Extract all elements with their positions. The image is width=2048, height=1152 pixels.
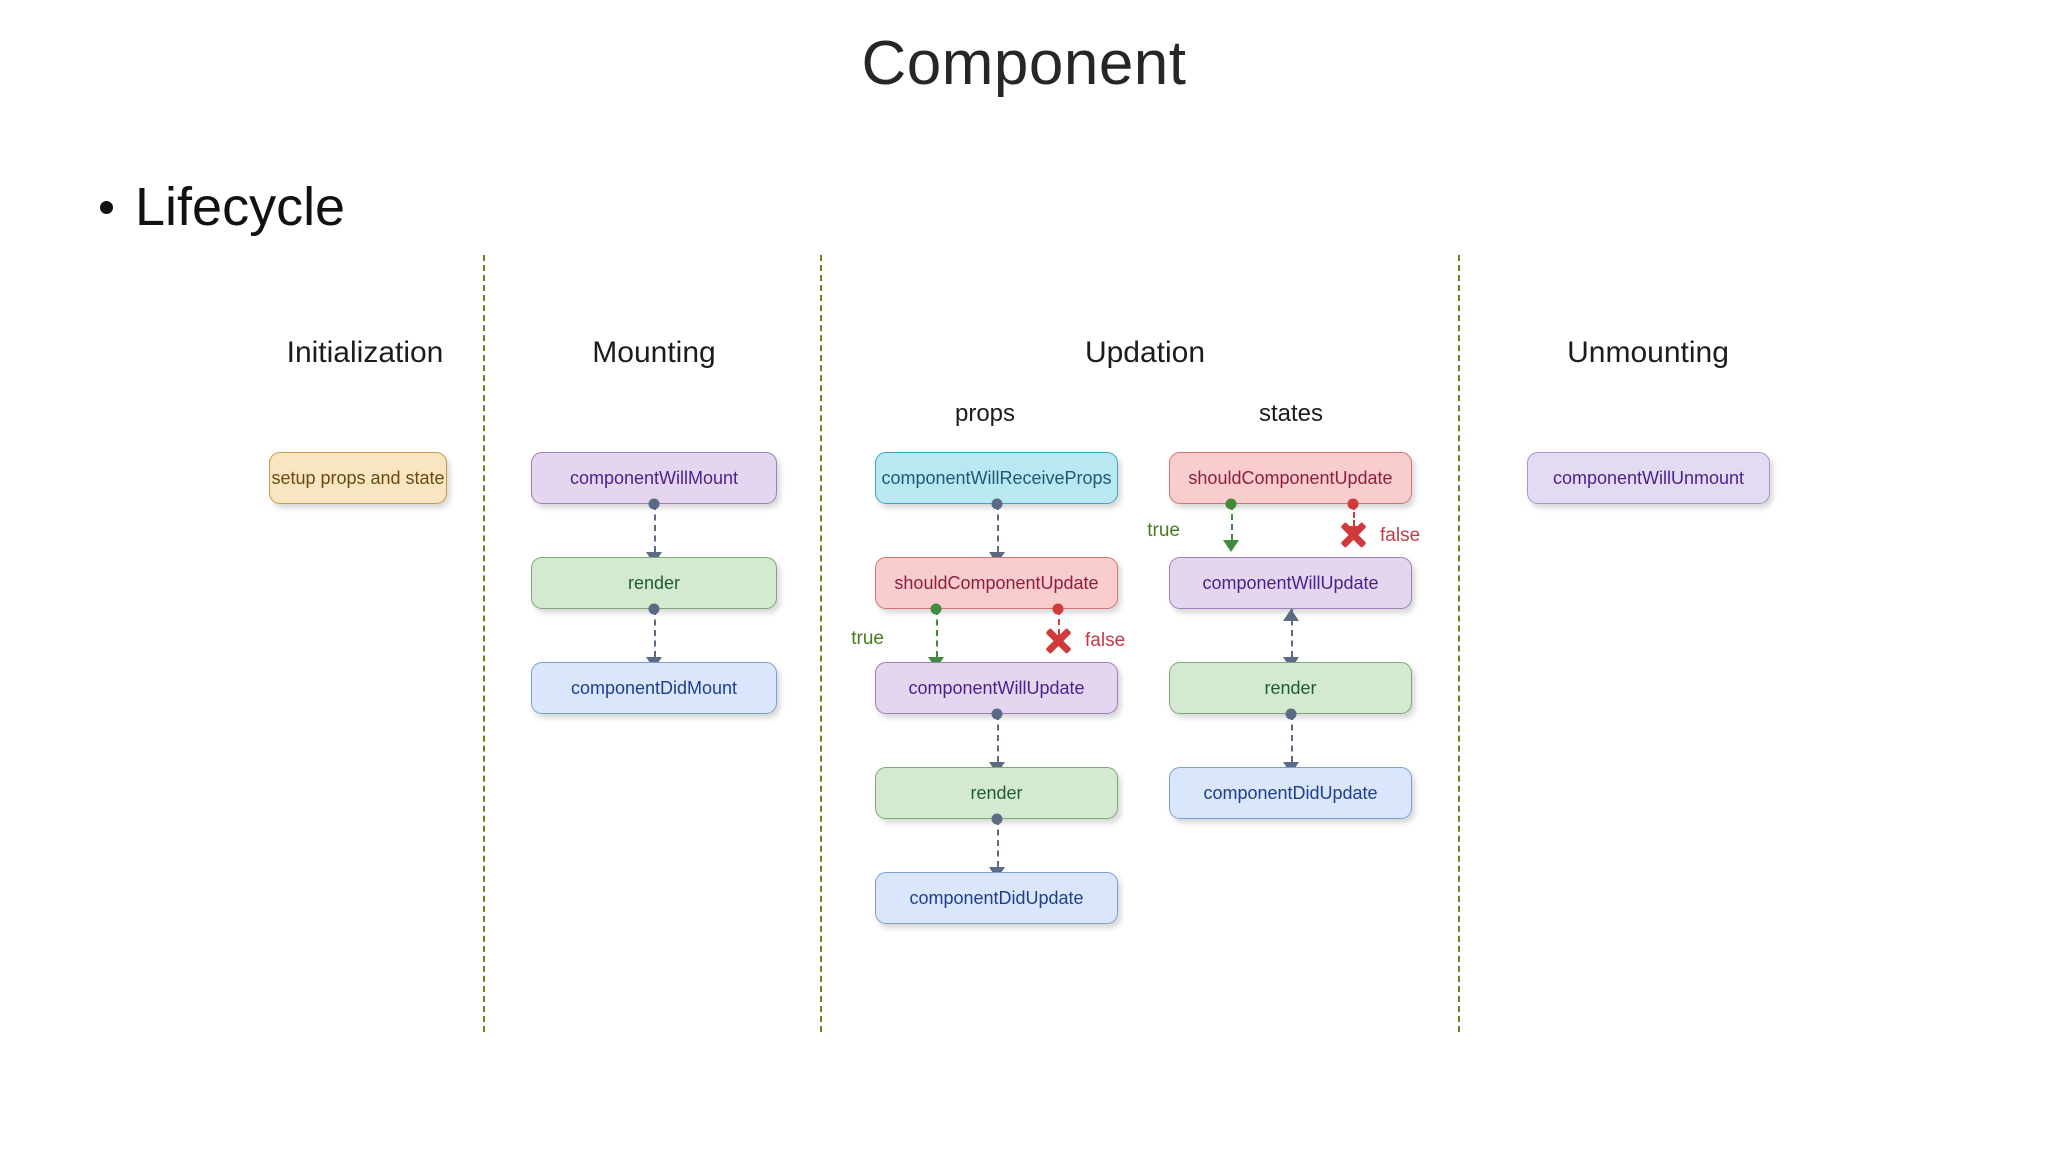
branch-label-false: false: [1085, 630, 1126, 651]
branch-line-true: [936, 609, 938, 657]
bullet-dot-icon: [100, 201, 113, 215]
node-component-will-mount[interactable]: componentWillMount: [531, 452, 777, 504]
bullet-row: Lifecycle: [100, 177, 346, 237]
page-title: Component: [861, 29, 1187, 98]
connector-line: [654, 504, 656, 552]
connector-line: [1291, 714, 1293, 762]
node-props-render[interactable]: render: [875, 767, 1118, 819]
divider-mounting-updation: [820, 255, 822, 1032]
connector-line: [997, 819, 999, 867]
branch-label-false: false: [1380, 525, 1421, 546]
divider-updation-unmounting: [1458, 255, 1460, 1032]
sub-header-states: states: [1258, 400, 1324, 427]
connector-line: [997, 714, 999, 762]
node-props-component-will-update[interactable]: componentWillUpdate: [875, 662, 1118, 714]
branch-line-false: [1353, 504, 1355, 526]
node-component-did-mount[interactable]: componentDidMount: [531, 662, 777, 714]
divider-initialization-mounting: [483, 255, 485, 1032]
branch-line-true: [1231, 504, 1233, 540]
connector-line: [654, 609, 656, 657]
arrowhead-true-icon: [1223, 540, 1239, 552]
connector-line: [997, 504, 999, 552]
column-header-unmounting: Unmounting: [1567, 336, 1729, 369]
connector-line: [1291, 609, 1293, 657]
node-mounting-render[interactable]: render: [531, 557, 777, 609]
node-props-component-did-update[interactable]: componentDidUpdate: [875, 872, 1118, 924]
sub-header-props: props: [954, 400, 1016, 427]
column-header-initialization: Initialization: [286, 336, 444, 369]
node-props-should-component-update[interactable]: shouldComponentUpdate: [875, 557, 1118, 609]
bullet-label: Lifecycle: [135, 177, 346, 237]
x-mark-icon: [1338, 520, 1368, 550]
node-component-will-unmount[interactable]: componentWillUnmount: [1527, 452, 1770, 504]
node-states-render[interactable]: render: [1169, 662, 1412, 714]
x-mark-icon: [1043, 626, 1073, 656]
node-states-should-component-update[interactable]: shouldComponentUpdate: [1169, 452, 1412, 504]
column-header-updation: Updation: [1084, 336, 1206, 369]
node-component-will-receive-props[interactable]: componentWillReceiveProps: [875, 452, 1118, 504]
column-header-mounting: Mounting: [592, 336, 716, 369]
node-states-component-will-update[interactable]: componentWillUpdate: [1169, 557, 1412, 609]
node-states-component-did-update[interactable]: componentDidUpdate: [1169, 767, 1412, 819]
node-setup-props-and-state[interactable]: setup props and state: [269, 452, 447, 504]
branch-label-true: true: [851, 628, 884, 649]
branch-line-false: [1058, 609, 1060, 635]
branch-label-true: true: [1147, 520, 1180, 541]
